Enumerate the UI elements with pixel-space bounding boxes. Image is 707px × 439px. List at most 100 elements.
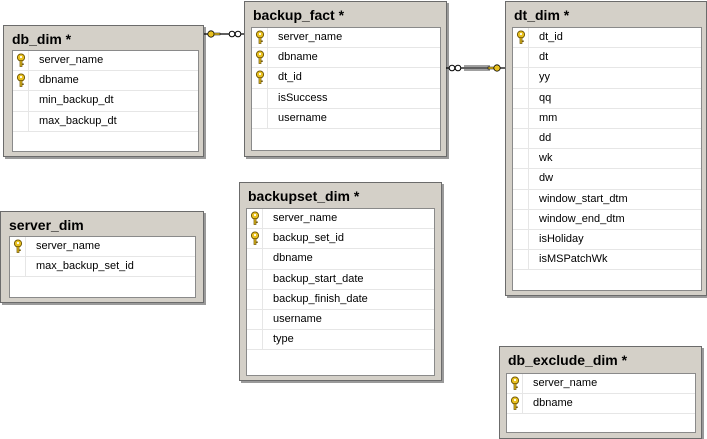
column-row[interactable]: min_backup_dt — [13, 91, 198, 112]
column-row[interactable]: dt_id — [252, 68, 440, 89]
column-row[interactable]: isHoliday — [513, 229, 701, 251]
row-selector[interactable] — [513, 169, 529, 189]
row-selector[interactable] — [247, 309, 263, 330]
primary-key-icon — [250, 231, 260, 246]
row-selector[interactable] — [513, 189, 529, 209]
column-name: server_name — [39, 54, 104, 66]
table-title[interactable]: backupset_dim * — [248, 188, 360, 204]
row-selector[interactable] — [507, 374, 523, 394]
row-selector[interactable] — [252, 88, 268, 108]
row-selector[interactable] — [10, 237, 26, 257]
column-row[interactable]: dbname — [13, 71, 198, 92]
infinity-end-icon — [228, 30, 242, 38]
column-row[interactable]: dbname — [252, 48, 440, 69]
row-selector[interactable] — [247, 209, 263, 229]
column-row[interactable]: dd — [513, 128, 701, 150]
row-selector[interactable] — [513, 229, 529, 250]
row-selector[interactable] — [247, 269, 263, 289]
column-name: max_backup_dt — [39, 114, 117, 127]
column-name: server_name — [533, 377, 598, 389]
relationship-db-dim-backup-fact[interactable] — [204, 30, 244, 38]
column-row[interactable]: type — [247, 330, 434, 351]
column-row[interactable]: username — [252, 108, 440, 129]
column-row[interactable]: isMSPatchWk — [513, 250, 701, 271]
table-title[interactable]: dt_dim * — [514, 7, 570, 23]
column-name: window_end_dtm — [539, 212, 625, 225]
column-row[interactable]: server_name — [507, 374, 695, 395]
row-selector[interactable] — [252, 108, 268, 128]
row-selector[interactable] — [247, 330, 263, 350]
primary-key-icon — [510, 376, 520, 390]
column-row[interactable]: mm — [513, 108, 701, 129]
row-selector[interactable] — [513, 250, 529, 270]
row-selector[interactable] — [507, 394, 523, 414]
column-row[interactable]: server_name — [247, 209, 434, 230]
column-row[interactable]: window_end_dtm — [513, 209, 701, 230]
column-row[interactable]: username — [247, 309, 434, 331]
column-row[interactable]: yy — [513, 68, 701, 89]
row-selector[interactable] — [513, 108, 529, 128]
row-selector[interactable] — [10, 257, 26, 277]
column-name: isMSPatchWk — [539, 253, 608, 266]
table-title[interactable]: db_dim * — [12, 31, 72, 47]
row-selector[interactable] — [252, 48, 268, 68]
column-name: dw — [539, 172, 554, 185]
column-name: username — [278, 111, 327, 124]
infinity-end-icon — [448, 64, 462, 72]
table-title[interactable]: server_dim — [9, 217, 84, 233]
column-row[interactable]: backup_finish_date — [247, 289, 434, 310]
column-row[interactable]: backup_set_id — [247, 229, 434, 250]
column-row[interactable]: wk — [513, 149, 701, 170]
column-row[interactable]: server_name — [13, 51, 198, 72]
row-selector[interactable] — [13, 71, 29, 91]
row-selector[interactable] — [513, 149, 529, 169]
primary-key-icon — [16, 53, 26, 67]
row-selector[interactable] — [247, 249, 263, 269]
column-row[interactable]: window_start_dtm — [513, 189, 701, 210]
row-selector[interactable] — [513, 128, 529, 149]
column-row[interactable]: isSuccess — [252, 88, 440, 109]
column-name: dbname — [273, 252, 313, 265]
column-row[interactable]: dbname — [247, 249, 434, 270]
column-row[interactable]: dw — [513, 169, 701, 190]
column-name: min_backup_dt — [39, 94, 114, 107]
row-selector[interactable] — [13, 111, 29, 131]
row-selector[interactable] — [252, 28, 268, 48]
row-selector[interactable] — [13, 51, 29, 71]
table-title[interactable]: db_exclude_dim * — [508, 352, 628, 368]
row-selector[interactable] — [252, 68, 268, 88]
row-selector[interactable] — [13, 91, 29, 111]
row-selector[interactable] — [247, 229, 263, 249]
row-selector[interactable] — [513, 88, 529, 108]
row-selector[interactable] — [513, 68, 529, 88]
table-title[interactable]: backup_fact * — [253, 7, 345, 23]
row-selector[interactable] — [247, 289, 263, 309]
column-name: username — [273, 312, 322, 325]
primary-key-icon — [255, 50, 265, 65]
column-row[interactable]: dt_id — [513, 28, 701, 49]
row-selector[interactable] — [513, 209, 529, 229]
column-row[interactable]: dbname — [507, 394, 695, 415]
relationship-backup-fact-dt-dim[interactable] — [446, 64, 505, 72]
column-name: dbname — [533, 397, 573, 410]
column-row[interactable]: max_backup_set_id — [10, 257, 195, 278]
column-name: backup_set_id — [273, 232, 344, 245]
row-selector[interactable] — [513, 28, 529, 48]
primary-key-icon — [510, 396, 520, 411]
column-row[interactable]: max_backup_dt — [13, 111, 198, 132]
column-row[interactable]: qq — [513, 88, 701, 109]
column-row[interactable]: backup_start_date — [247, 269, 434, 290]
row-selector[interactable] — [513, 48, 529, 68]
column-row[interactable]: server_name — [252, 28, 440, 49]
column-row[interactable]: dt — [513, 48, 701, 69]
column-row[interactable]: server_name — [10, 237, 195, 258]
